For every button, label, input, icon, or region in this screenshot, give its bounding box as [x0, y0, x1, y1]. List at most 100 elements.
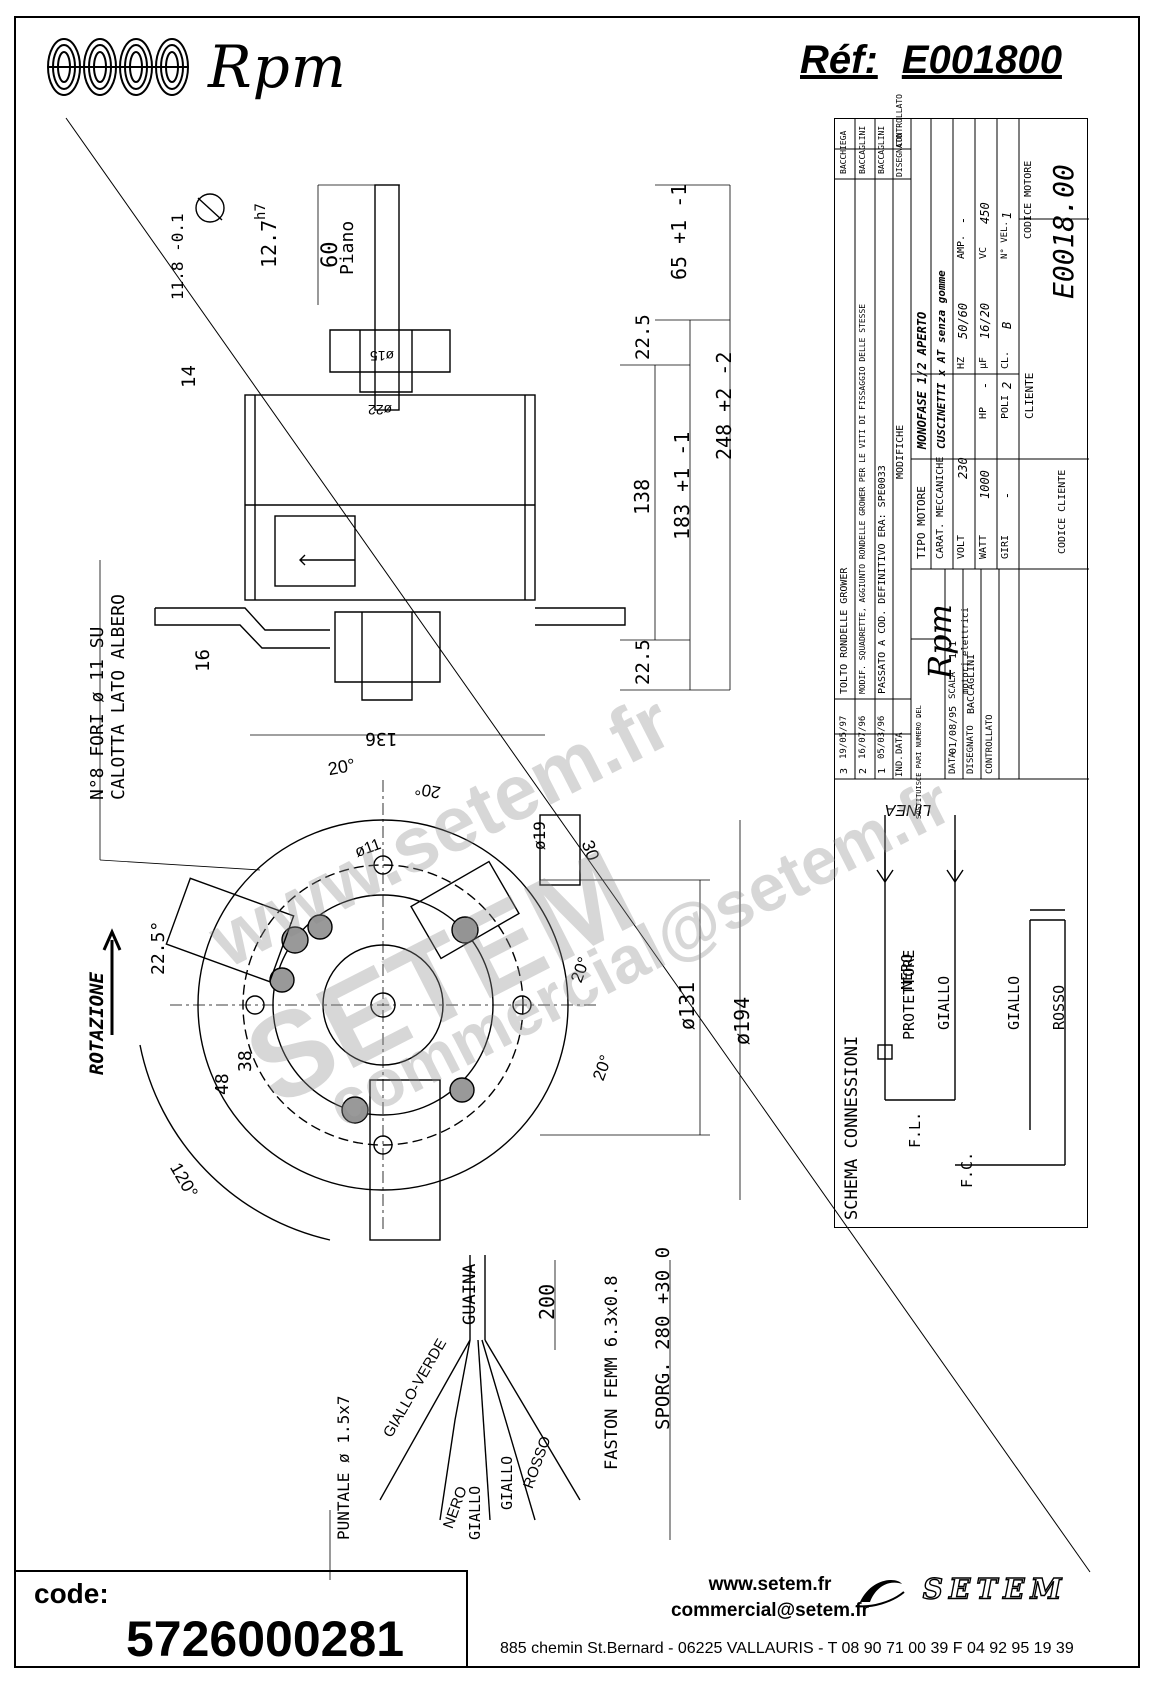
- tb-sostituisce: -: [915, 712, 926, 719]
- tb-hz: 50/60: [956, 302, 970, 339]
- tb-watt-label: WATT: [978, 534, 989, 559]
- tb-col-controllato: CONTROLLATO: [895, 94, 904, 147]
- wire-giallo-2: GIALLO: [498, 1455, 516, 1510]
- dim-183: 183 +1 -1: [670, 431, 694, 540]
- contact-block: www.setem.fr commercial@setem.fr: [520, 1572, 1080, 1624]
- dim-11-8: 11.8 -0.1: [168, 213, 187, 300]
- cable-guaina: GUAINA: [460, 1263, 480, 1325]
- drawing-frame: [14, 16, 1140, 1668]
- tb-disegnato-label: DISEGNATO: [966, 725, 976, 774]
- tb-volt-label: VOLT: [956, 534, 967, 559]
- tb-scala-label: SCALA: [948, 671, 958, 699]
- tb-desc-2: MODIF. SQUADRETTE, AGGIUNTO RONDELLE GRO…: [858, 303, 867, 694]
- tb-amp-label: AMP.: [956, 234, 967, 259]
- cable-len-200: 200: [535, 1283, 559, 1320]
- tb-cliente-label: CLIENTE: [1023, 372, 1036, 419]
- tb-tipo-motore: MONOFASE 1/2 APERTO: [915, 311, 929, 449]
- dim-138: 138: [630, 478, 654, 515]
- setem-swoosh-icon: [855, 1579, 905, 1608]
- tb-ind-3: 3: [839, 767, 850, 774]
- holes-note-2: CALOTTA LATO ALBERO: [108, 594, 129, 800]
- dim-48: 48: [212, 1073, 233, 1095]
- tb-carat-label: CARAT. MECCANICHE: [935, 456, 946, 559]
- dim-phi131: ø131: [675, 981, 699, 1030]
- dim-136: 136: [365, 728, 398, 749]
- holes-note-1: N°8 FORI ø 11 SU: [87, 626, 108, 800]
- tb-hp: -: [978, 381, 992, 389]
- tb-vc: 450: [978, 202, 992, 224]
- wire-giallo-1: GIALLO: [466, 1485, 484, 1540]
- tb-dis-3: BACCHIEGA: [839, 130, 848, 174]
- tb-codice-cliente-label: CODICE CLIENTE: [1057, 469, 1068, 554]
- dim-12-7: 12.7: [257, 219, 281, 268]
- tb-poli-label: POLI: [1000, 394, 1011, 419]
- tb-col-data: DATA: [895, 732, 905, 754]
- coil-logo-icon: [47, 38, 189, 96]
- tb-carat: CUSCINETTI x AT senza gomme: [935, 270, 948, 449]
- email-link[interactable]: commercial@setem.fr: [670, 1600, 870, 1621]
- tb-codice-motore: E0018.00: [1047, 164, 1080, 299]
- dim-16: 16: [192, 649, 214, 672]
- tb-data-label: DATA: [948, 752, 958, 774]
- tb-giri: -: [1000, 491, 1014, 499]
- tb-watt: 1000: [978, 470, 992, 499]
- code-box: code: 5726000281: [14, 1570, 468, 1668]
- dim-phi194: ø194: [730, 996, 754, 1045]
- tb-poli: 2: [1000, 381, 1014, 389]
- reference: Réf: E001800: [800, 38, 1062, 83]
- tb-hz-label: HZ: [956, 356, 967, 369]
- title-block-grid: [835, 119, 1089, 780]
- tb-amp: -: [956, 216, 970, 224]
- dim-shaft-note: Piano: [337, 220, 358, 275]
- tb-vc-label: VC: [978, 246, 989, 259]
- tb-uf-label: µF: [978, 356, 989, 369]
- setem-logo: SETEM: [852, 1572, 1067, 1610]
- tb-disegnato: BACCAGLINI: [966, 653, 977, 714]
- setem-brand: SETEM: [922, 1572, 1068, 1606]
- dim-h7: h7: [253, 203, 269, 220]
- tb-ind-1: 1: [877, 767, 888, 774]
- dim-65: 65 +1 -1: [667, 183, 691, 280]
- cable-faston: FASTON FEMM 6.3x0.8: [602, 1275, 622, 1470]
- dim-22-5-top: 22.5: [632, 314, 654, 360]
- tb-dis-1: BACCAGLINI: [877, 125, 886, 174]
- tb-dis-2: BACCAGLINI: [858, 125, 867, 174]
- tb-uf: 16/20: [978, 302, 992, 339]
- dim-22-5-angle: 22.5°: [148, 920, 169, 975]
- dim-phi15: ø15: [370, 348, 395, 364]
- tb-hp-label: HP: [978, 406, 989, 419]
- website-link[interactable]: www.setem.fr: [708, 1574, 832, 1595]
- ref-label: Réf:: [800, 38, 878, 82]
- rpm-logo: Rpm: [42, 32, 347, 102]
- code-value: 5726000281: [126, 1611, 405, 1667]
- dim-14: 14: [178, 365, 200, 388]
- tb-data-2: 16/07/96: [858, 715, 868, 759]
- tb-nvel: 1: [1000, 211, 1014, 219]
- cable-sporg: SPORG. 280 +30 0: [652, 1246, 674, 1430]
- tb-tipo-motore-label: TIPO MOTORE: [915, 486, 928, 559]
- tb-nvel-label: N° VEL.: [1000, 221, 1010, 259]
- rotation-label: ROTAZIONE: [86, 972, 108, 1075]
- tb-cl: B: [1000, 321, 1014, 329]
- title-block: 3 19/05/97 TOLTO RONDELLE GROWER BACCHIE…: [834, 94, 1089, 1228]
- tb-giri-label: GIRI: [1000, 534, 1011, 559]
- ref-value: E001800: [901, 38, 1062, 82]
- tb-data-1: 05/03/96: [877, 715, 887, 759]
- dim-248: 248 +2 -2: [712, 351, 736, 460]
- tb-codice-motore-label: CODICE MOTORE: [1023, 160, 1034, 239]
- code-label: code:: [34, 1578, 109, 1609]
- brand-name: Rpm: [208, 33, 347, 101]
- tb-data: 01/08/95: [948, 705, 959, 754]
- tb-data-3: 19/05/97: [839, 715, 849, 759]
- tb-volt: 230: [956, 457, 970, 479]
- tb-controllato-label: CONTROLLATO: [985, 714, 995, 774]
- tb-scala: 1/1: [948, 640, 959, 659]
- tb-desc-3: TOLTO RONDELLE GROWER: [839, 567, 850, 694]
- cable-puntale: PUNTALE ø 1.5x7: [334, 1395, 353, 1541]
- tb-desc-1: PASSATO A COD. DEFINITIVO ERA: SPE0033: [877, 465, 888, 694]
- tb-col-modifiche: MODIFICHE: [895, 424, 906, 479]
- tb-cl-label: CL.: [1000, 350, 1011, 369]
- dim-phi22: ø22: [368, 402, 393, 418]
- tb-ind-2: 2: [858, 767, 869, 774]
